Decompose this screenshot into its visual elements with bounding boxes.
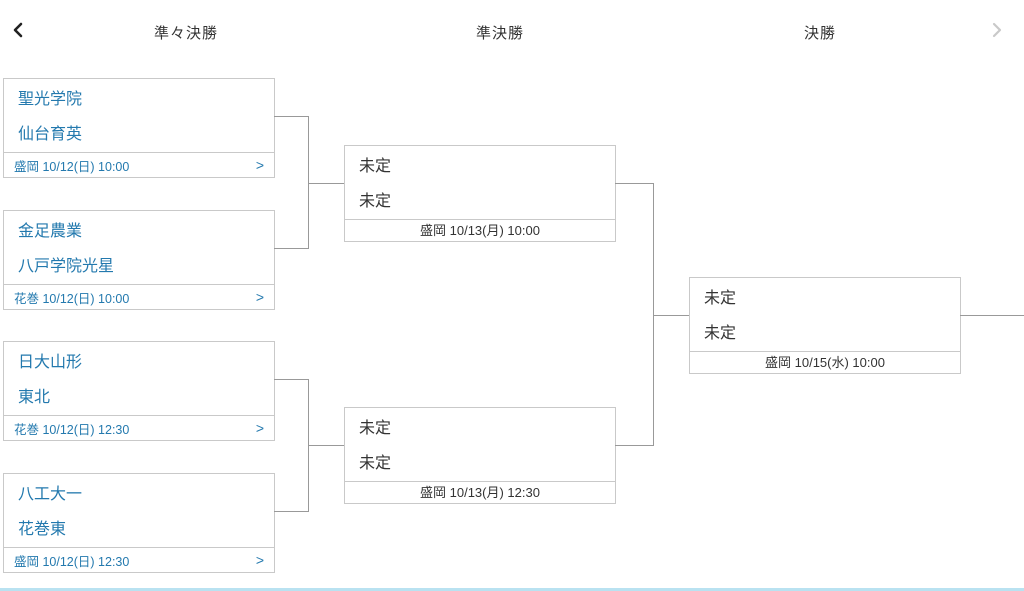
match-venue-datetime: 盛岡 10/12(日) 12:30 xyxy=(14,554,130,569)
bracket-connector-line xyxy=(653,183,654,446)
team-name-link[interactable]: 花巻東 xyxy=(18,521,67,538)
match-venue-datetime: 花巻 10/12(日) 10:00 xyxy=(14,291,130,306)
bracket-connector-line xyxy=(274,248,308,249)
chevron-right-icon xyxy=(991,22,1003,41)
team-name: 未定 xyxy=(359,455,392,472)
chevron-left-icon xyxy=(12,22,24,41)
match-card-qf-2: 金足農業 八戸学院光星 花巻 10/12(日) 10:00 > xyxy=(3,210,275,310)
bottom-divider xyxy=(0,588,1024,591)
match-info-bar: 盛岡 10/13(月) 12:30 xyxy=(345,481,615,503)
team-name: 未定 xyxy=(359,193,392,210)
match-venue-datetime: 盛岡 10/13(月) 12:30 xyxy=(420,485,540,500)
team-name-link[interactable]: 八工大一 xyxy=(18,486,83,503)
match-info-bar[interactable]: 花巻 10/12(日) 12:30 > xyxy=(4,415,274,440)
match-info-bar: 盛岡 10/13(月) 10:00 xyxy=(345,219,615,241)
bracket-connector-line xyxy=(653,315,689,316)
bracket-connector-line xyxy=(308,183,344,184)
detail-chevron-icon[interactable]: > xyxy=(255,157,264,173)
team-list: 八工大一 花巻東 xyxy=(4,474,274,547)
match-venue-datetime: 花巻 10/12(日) 12:30 xyxy=(14,422,130,437)
bracket-connector-line xyxy=(308,116,309,249)
team-list: 未定 未定 xyxy=(690,278,960,351)
team-name: 未定 xyxy=(704,290,737,307)
bracket-connector-line xyxy=(308,445,344,446)
match-card-sf-1: 未定 未定 盛岡 10/13(月) 10:00 xyxy=(344,145,616,242)
match-info-bar: 盛岡 10/15(水) 10:00 xyxy=(690,351,960,373)
team-list: 金足農業 八戸学院光星 xyxy=(4,211,274,284)
bracket-connector-line xyxy=(274,511,308,512)
team-name-link[interactable]: 東北 xyxy=(18,389,51,406)
team-name-link[interactable]: 仙台育英 xyxy=(18,126,83,143)
match-card-final: 未定 未定 盛岡 10/15(水) 10:00 xyxy=(689,277,961,374)
match-info-bar[interactable]: 盛岡 10/12(日) 10:00 > xyxy=(4,152,274,177)
detail-chevron-icon[interactable]: > xyxy=(255,552,264,568)
match-info-bar[interactable]: 花巻 10/12(日) 10:00 > xyxy=(4,284,274,309)
bracket-connector-line xyxy=(615,445,653,446)
detail-chevron-icon[interactable]: > xyxy=(255,420,264,436)
team-name-link[interactable]: 金足農業 xyxy=(18,223,83,240)
match-info-bar[interactable]: 盛岡 10/12(日) 12:30 > xyxy=(4,547,274,572)
team-name: 未定 xyxy=(704,325,737,342)
match-venue-datetime: 盛岡 10/12(日) 10:00 xyxy=(14,159,130,174)
match-card-qf-1: 聖光学院 仙台育英 盛岡 10/12(日) 10:00 > xyxy=(3,78,275,178)
match-card-qf-3: 日大山形 東北 花巻 10/12(日) 12:30 > xyxy=(3,341,275,441)
round-label-quarterfinal: 準々決勝 xyxy=(153,25,219,42)
match-venue-datetime: 盛岡 10/15(水) 10:00 xyxy=(765,355,885,370)
team-name: 未定 xyxy=(359,158,392,175)
team-list: 未定 未定 xyxy=(345,146,615,219)
bracket-connector-line xyxy=(274,116,308,117)
next-round-button[interactable] xyxy=(986,20,1008,42)
bracket-connector-line xyxy=(615,183,653,184)
prev-round-button[interactable] xyxy=(7,20,29,42)
match-card-qf-4: 八工大一 花巻東 盛岡 10/12(日) 12:30 > xyxy=(3,473,275,573)
team-list: 日大山形 東北 xyxy=(4,342,274,415)
bracket-connector-line xyxy=(960,315,1024,316)
round-label-final: 決勝 xyxy=(803,25,837,42)
detail-chevron-icon[interactable]: > xyxy=(255,289,264,305)
match-venue-datetime: 盛岡 10/13(月) 10:00 xyxy=(420,223,540,238)
team-name-link[interactable]: 日大山形 xyxy=(18,354,83,371)
team-name-link[interactable]: 聖光学院 xyxy=(18,91,83,108)
bracket-connector-line xyxy=(274,379,308,380)
team-list: 未定 未定 xyxy=(345,408,615,481)
team-name-link[interactable]: 八戸学院光星 xyxy=(18,258,115,275)
round-label-semifinal: 準決勝 xyxy=(475,25,525,42)
team-name: 未定 xyxy=(359,420,392,437)
team-list: 聖光学院 仙台育英 xyxy=(4,79,274,152)
match-card-sf-2: 未定 未定 盛岡 10/13(月) 12:30 xyxy=(344,407,616,504)
